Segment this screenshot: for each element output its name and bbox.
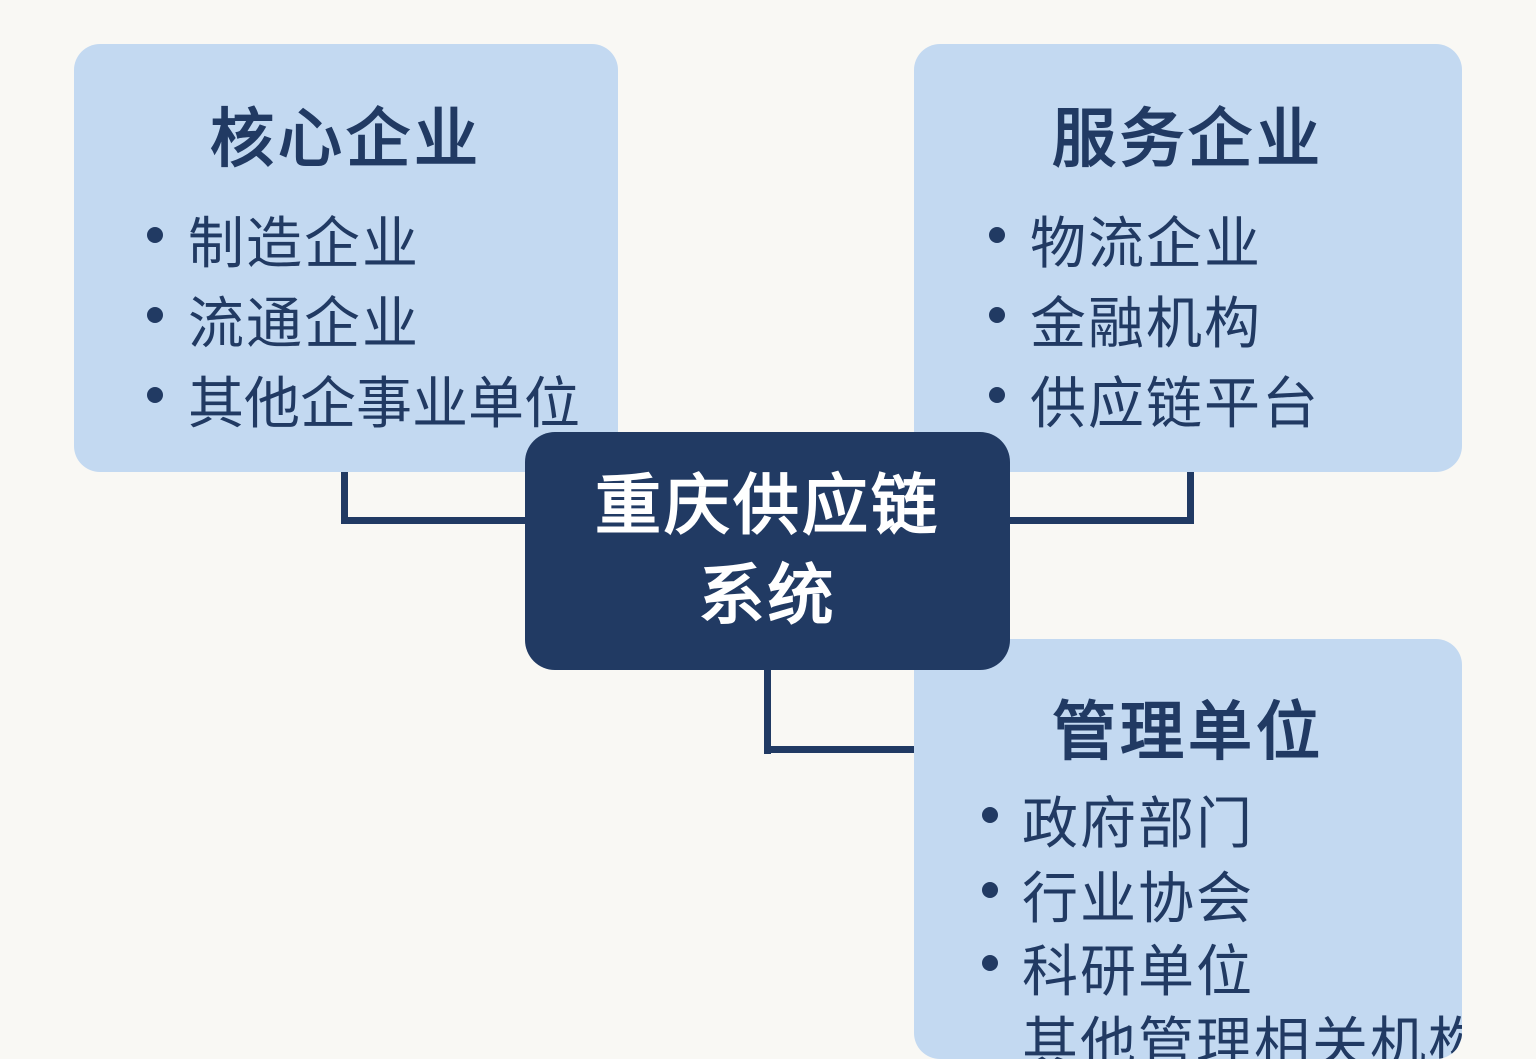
bullet [989,307,1005,323]
list-item: 行业协会 [1022,867,1254,932]
connector-service [1005,517,1194,524]
management-units-box: 管理单位 政府部门 行业协会 科研单位 其他管理相关机构 [914,639,1462,1059]
bullet [989,227,1005,243]
list-item: 金融机构 [1030,292,1262,357]
connector-service [1187,468,1194,524]
connector-core [341,468,348,524]
connector-core [341,517,531,524]
bullet [982,882,998,898]
box-title: 管理单位 [1052,696,1324,770]
connector-management [764,665,771,754]
list-item: 政府部门 [1022,792,1254,857]
list-item: 其他管理相关机构 [1022,1012,1462,1059]
central-node: 重庆供应链系统 [525,432,1010,670]
bullet [989,387,1005,403]
list-item: 其他企事业单位 [188,372,580,437]
bullet [147,227,163,243]
box-title: 服务企业 [1052,103,1324,177]
connector-management [764,746,919,753]
central-title-line1: 重庆供应链 [595,467,940,544]
bullet [982,807,998,823]
core-enterprises-box: 核心企业 制造企业 流通企业 其他企事业单位 [74,44,618,472]
list-item: 科研单位 [1022,940,1254,1005]
service-enterprises-box: 服务企业 物流企业 金融机构 供应链平台 [914,44,1462,472]
bullet [147,387,163,403]
bullet [147,307,163,323]
list-item: 制造企业 [188,212,420,277]
box-title: 核心企业 [210,103,482,177]
bullet [982,955,998,971]
list-item: 供应链平台 [1030,372,1320,437]
list-item: 物流企业 [1030,212,1262,277]
central-title-line2: 系统 [698,557,837,634]
list-item: 流通企业 [188,292,420,357]
